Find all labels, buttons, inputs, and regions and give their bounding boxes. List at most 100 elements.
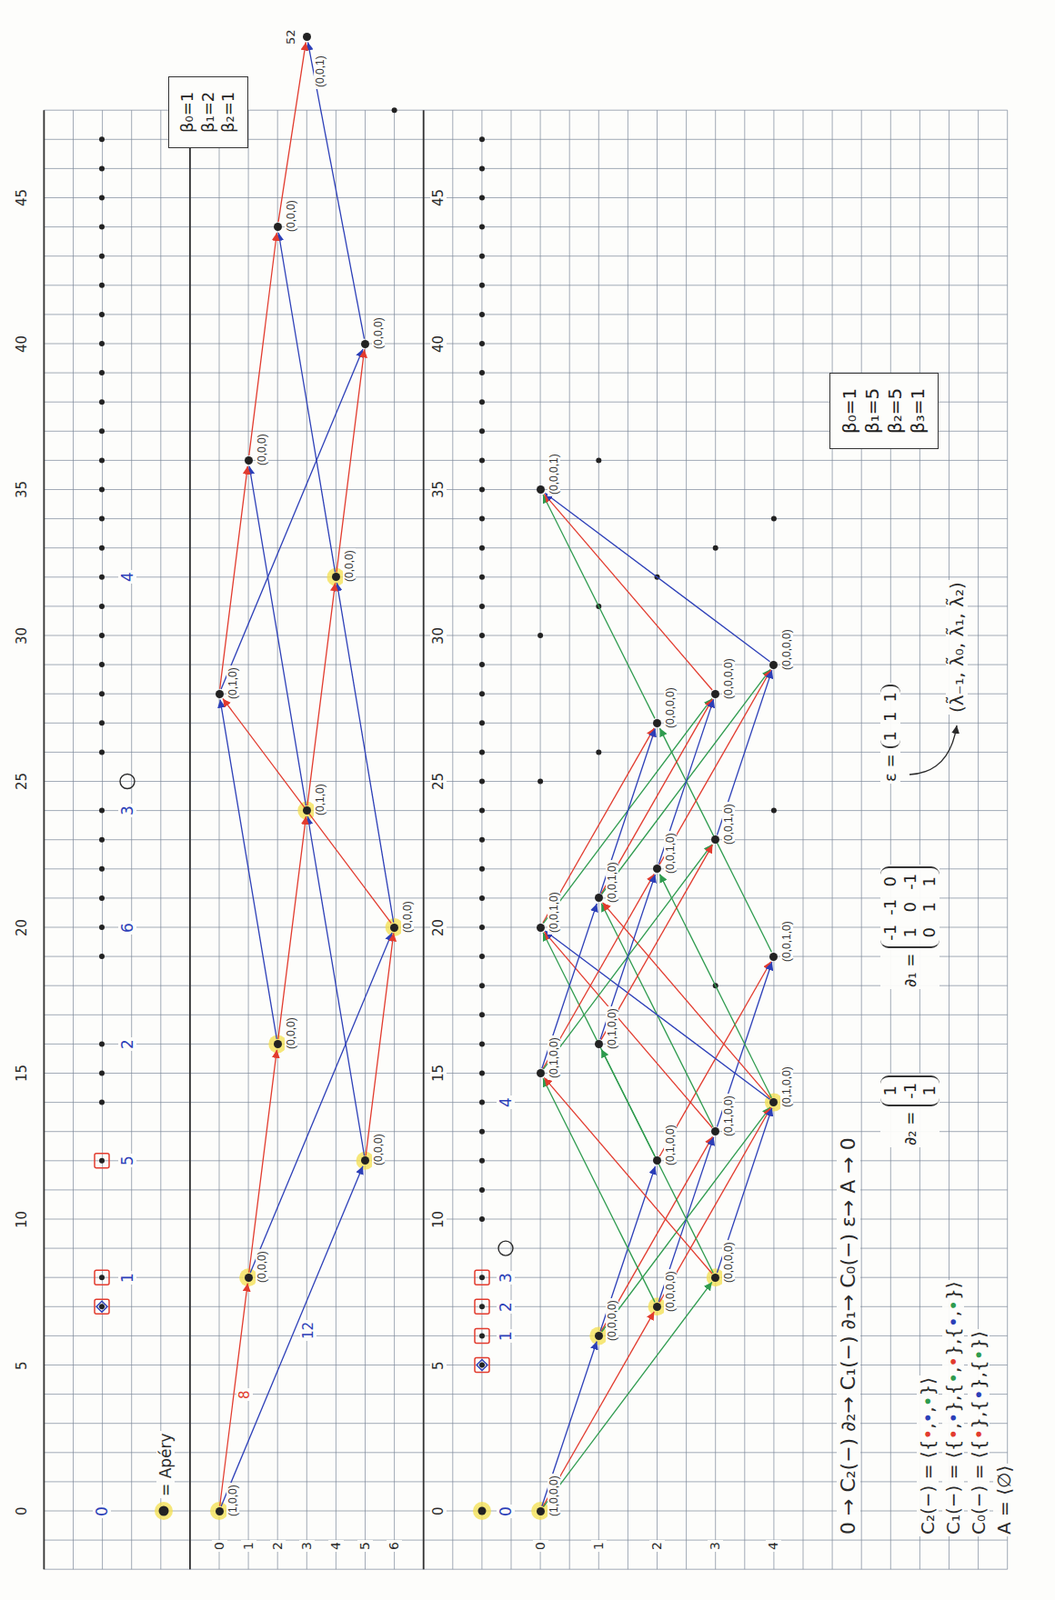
matrix-entry: 0 [919,924,940,942]
text-glyph: ₁ [942,1515,965,1523]
betti-number-box: β₀=1β₁=5β₂=5β₃=1 [829,372,939,450]
semigroup-dot [99,574,105,581]
text-glyph: • [916,1429,939,1441]
semigroup-dot [99,224,105,231]
text-glyph: • [967,1350,990,1362]
semigroup-dot [479,1158,485,1165]
homology-tuple: (1,0,0) [226,1483,240,1519]
annotation-text: 1 [591,1540,607,1553]
text-glyph: { [916,1440,939,1453]
text-glyph: { [942,1440,965,1453]
annotation-text: 6 [118,921,137,935]
edge-label: 12 [300,1320,317,1342]
lattice-vertex: (1,0,0,0) [536,1507,545,1517]
lattice-vertex: (0,1,0,0) [653,1156,662,1166]
text-glyph: , [967,1372,990,1378]
text-glyph [967,1479,990,1486]
betti-number: β₂=1 [218,91,240,133]
annotation-text: 5 [118,1154,137,1168]
text-glyph: • [967,1429,990,1441]
callout-arrow [909,725,957,775]
graph-edge [365,933,394,1156]
grid-line [43,1014,1007,1016]
annotation-text: 5 [357,1540,373,1553]
grid-line [43,1277,1007,1279]
frobenius-circle [120,774,135,790]
text-glyph [967,1458,990,1465]
grid-line [43,1189,1007,1191]
graph-paper [43,110,1007,1570]
annotation-text: 3 [707,1540,724,1553]
graph-edge [278,41,306,222]
semigroup-dot [99,1071,105,1077]
annotation-text: C₁(−) = ⟨{•,•},{•,•},{•,•}⟩ [942,1280,965,1538]
grid-line [43,1131,1007,1133]
generator-box [94,1154,110,1169]
grid-line [43,226,1007,228]
matrix-name: ∂₁ = [900,954,921,988]
multiplicity-diamond [96,1301,108,1313]
homology-tuple: (0,0,1,0) [663,832,677,877]
text-glyph: , [916,1406,939,1413]
text-glyph: C [967,1522,990,1536]
text-glyph: = [916,1464,939,1480]
grid-line [43,868,1007,870]
semigroup-dot [99,370,105,376]
graph-edge [543,932,713,1129]
graph-edge [543,493,713,691]
grid-line [43,781,1007,783]
homology-tuple: (0,1,0) [313,782,327,818]
grid-line [43,1394,1007,1396]
semigroup-dot [479,1041,485,1047]
semigroup-dot [713,545,719,552]
annotation-text: 0 [496,1505,515,1519]
text-glyph: − [942,1492,965,1508]
grid-line [422,110,424,1570]
semigroup-dot [99,924,105,931]
annotation-text: 2 [270,1540,286,1553]
graph-edge [221,1166,363,1508]
text-glyph: { [967,1400,990,1413]
text-glyph: ⟩ [916,1377,939,1386]
betti-number: β₁=5 [861,388,885,434]
lattice-vertex: (0,1,0) [215,690,224,699]
homology-tuple: (0,0,0,0) [663,685,677,731]
graph-edge [278,232,335,573]
annotation-text: 52 [283,27,299,47]
text-glyph: • [916,1396,939,1407]
lattice-vertex: (0,0,0,0) [711,690,720,699]
grid-line [43,927,1007,929]
annotation-text: (λ̃₋₁, λ̃₀, λ̃₁, λ̃₂) [945,580,968,715]
text-glyph: } [942,1288,965,1301]
semigroup-dot [479,195,485,201]
semigroup-dot [99,895,105,902]
text-glyph: } [967,1338,990,1351]
semigroup-dot [479,779,485,785]
matrix-entry: 1 [919,899,940,916]
homology-tuple: (0,0,0) [284,198,298,234]
multiplicity-diamond [476,1360,488,1372]
lattice-vertex: (0,0,0) [361,340,370,349]
semigroup-dot [479,1071,485,1077]
homology-tuple: (0,1,0,0) [722,1094,735,1139]
text-glyph: = [967,1464,990,1480]
graph-edge [602,669,771,895]
text-glyph: , [942,1423,965,1429]
matrix-entry: -1 [880,924,901,942]
homology-tuple: (0,0,0) [371,315,385,352]
graph-edge [336,349,365,573]
semigroup-dot [99,749,105,755]
semigroup-dot [537,779,543,785]
semigroup-dot [479,574,485,581]
grid-line [43,168,1007,170]
homology-tuple: (0,0,0) [342,549,356,585]
semigroup-dot [479,1333,485,1339]
lattice-vertex: (0,0,0,0) [711,1274,720,1283]
annotation-text: 15 [430,1063,447,1085]
annotation-text: 2 [496,1300,515,1315]
generator-box [474,1328,490,1344]
matrix-group: ∂₂ =1-11 [880,1074,940,1148]
betti-list: β₀=1β₁=2β₂=1 [177,91,240,133]
semigroup-dot [479,399,485,405]
